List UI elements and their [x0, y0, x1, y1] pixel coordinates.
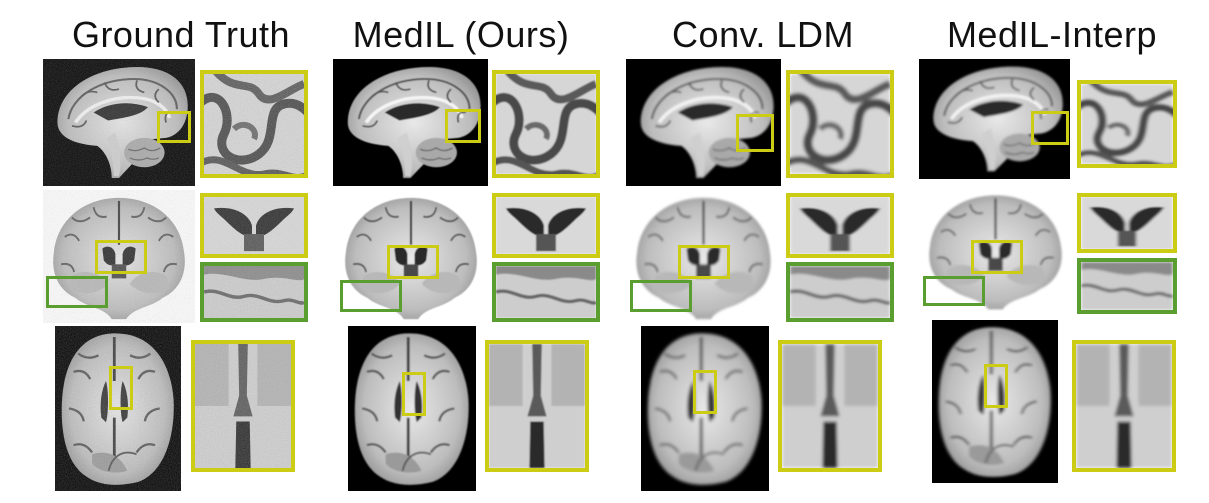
ldm-sagittal-slice [626, 59, 781, 186]
gt-coronal-slice [43, 190, 195, 323]
ldm-sagittal-roi-box [736, 114, 774, 152]
column-title-medil-interp: MedIL-Interp [946, 14, 1158, 55]
gt-axial-roi-box [109, 366, 133, 410]
gt-axial-slice [55, 326, 181, 491]
ldm-coronal-slice [626, 190, 781, 323]
ldm-coronal-zoom-temporal [786, 262, 894, 322]
gt-sagittal-slice [43, 59, 195, 186]
medil-coronal-roi-box-temporal [340, 280, 402, 312]
gt-coronal-roi-box-temporal [46, 276, 108, 308]
interp-axial-slice [932, 320, 1058, 483]
gt-sagittal-zoom [200, 70, 308, 178]
medil-coronal-slice [335, 190, 487, 323]
medil-axial-slice [348, 326, 476, 491]
interp-sagittal-roi-box [1031, 111, 1069, 145]
medil-coronal-roi-box-ventricles [387, 245, 439, 279]
medil-sagittal-slice [333, 59, 488, 186]
ldm-axial-roi-box [693, 370, 717, 414]
interp-coronal-zoom-ventricles [1077, 193, 1177, 253]
ldm-coronal-roi-box-ventricles [678, 245, 730, 279]
gt-coronal-roi-box-ventricles [95, 240, 147, 274]
gt-sagittal-roi-box [157, 111, 191, 143]
interp-axial-roi-box [984, 364, 1008, 408]
ldm-coronal-zoom-ventricles [786, 193, 894, 258]
gt-coronal-zoom-temporal [200, 262, 308, 322]
interp-coronal-slice [919, 188, 1072, 313]
medil-coronal-zoom-ventricles [492, 193, 600, 258]
medil-coronal-zoom-temporal [492, 262, 600, 322]
interp-sagittal-zoom [1077, 80, 1177, 168]
column-title-conv-ldm: Conv. LDM [672, 14, 854, 55]
gt-coronal-zoom-ventricles [200, 193, 308, 258]
interp-sagittal-slice [919, 59, 1070, 179]
interp-axial-zoom [1072, 340, 1176, 472]
medil-sagittal-zoom [492, 70, 600, 178]
interp-coronal-zoom-temporal [1077, 258, 1177, 314]
ldm-axial-zoom [778, 340, 882, 472]
medil-axial-roi-box [402, 372, 426, 416]
ldm-sagittal-zoom [786, 70, 894, 178]
ldm-coronal-roi-box-temporal [630, 280, 692, 312]
interp-coronal-roi-box-ventricles [971, 240, 1023, 274]
column-title-medil: MedIL (Ours) [352, 14, 570, 55]
column-title-ground-truth: Ground Truth [71, 14, 291, 55]
interp-coronal-roi-box-temporal [923, 276, 985, 306]
medil-sagittal-roi-box [445, 109, 481, 143]
medil-axial-zoom [485, 340, 589, 472]
gt-axial-zoom [191, 340, 295, 472]
ldm-axial-slice [641, 326, 769, 491]
